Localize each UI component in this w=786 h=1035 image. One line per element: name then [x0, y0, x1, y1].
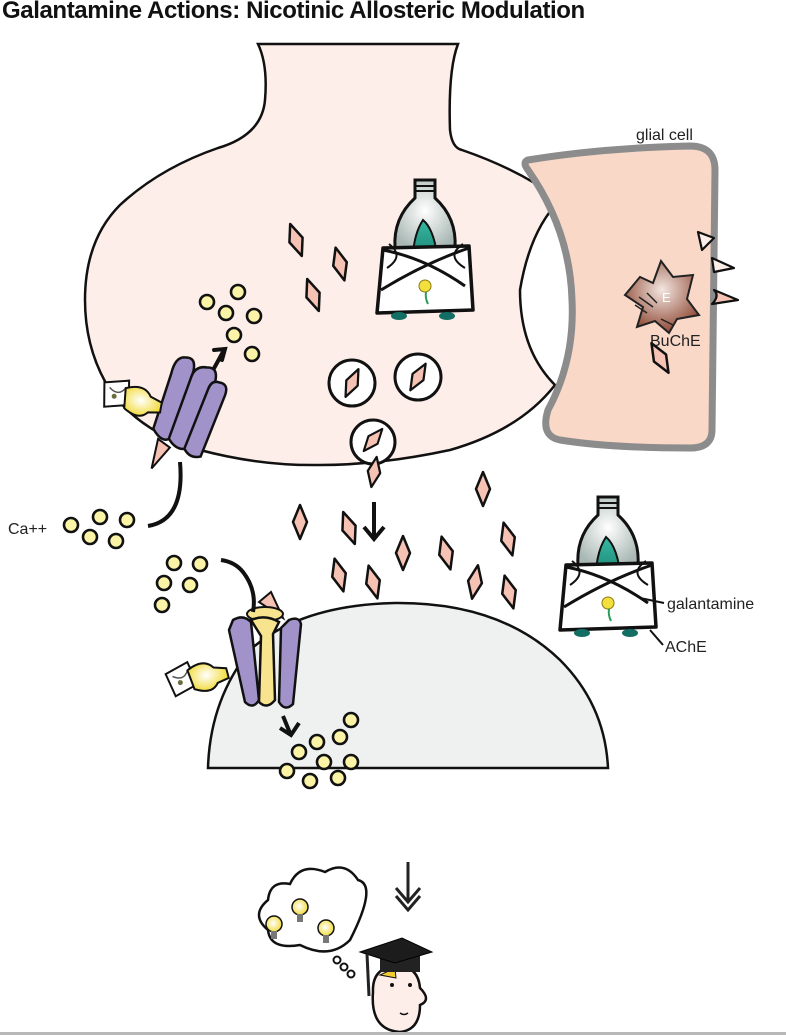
page-title: Galantamine Actions: Nicotinic Allosteri… [2, 0, 585, 24]
ache-leader-line [649, 629, 664, 646]
thought-cloud [257, 866, 368, 979]
nicotinic-receptor-presynaptic [150, 356, 228, 470]
bottom-border [0, 1032, 786, 1035]
acetylcholine [335, 508, 363, 548]
ach-fragments [696, 230, 740, 306]
acetylcholine [394, 534, 412, 572]
galantamine-modulator [163, 651, 232, 702]
acetylcholine [326, 555, 352, 595]
synaptic-vesicle [327, 358, 377, 408]
lightbulb-icon [291, 898, 309, 922]
enzyme-letter: E [662, 290, 671, 305]
graduate-person [358, 937, 434, 1034]
acetylcholine [291, 503, 309, 541]
acetylcholine [433, 533, 459, 573]
calcium-ions-extracellular [153, 554, 209, 614]
nicotinic-receptor-postsynaptic [220, 558, 303, 709]
calcium-ions-extracellular [62, 508, 136, 550]
buche-enzyme: E [623, 258, 701, 335]
synaptic-vesicle-fusing [349, 418, 397, 490]
acetylcholine [474, 470, 492, 508]
acetylcholine [360, 562, 386, 602]
lightbulb-icon [265, 915, 283, 939]
acetylcholine [495, 519, 521, 559]
glial-cell-label: glial cell [636, 127, 693, 144]
double-arrow-icon [394, 862, 422, 913]
galantamine-ache-complex [558, 495, 658, 639]
galantamine-leader-line [639, 597, 665, 604]
acetylcholine [463, 562, 487, 602]
postsynaptic-neuron [206, 601, 610, 770]
buche-label: BuChE [650, 333, 701, 350]
presynaptic-neuron [83, 42, 562, 467]
synaptic-vesicle [393, 352, 443, 402]
arrow-icon [362, 502, 386, 543]
ache-label: AChE [665, 639, 707, 656]
acetylcholine [496, 572, 522, 612]
calcium-label: Ca++ [8, 521, 47, 538]
arrow-icon [278, 715, 301, 738]
galantamine-label: galantamine [667, 596, 754, 613]
lightbulb-icon [317, 919, 335, 943]
calcium-influx-line [147, 461, 183, 528]
